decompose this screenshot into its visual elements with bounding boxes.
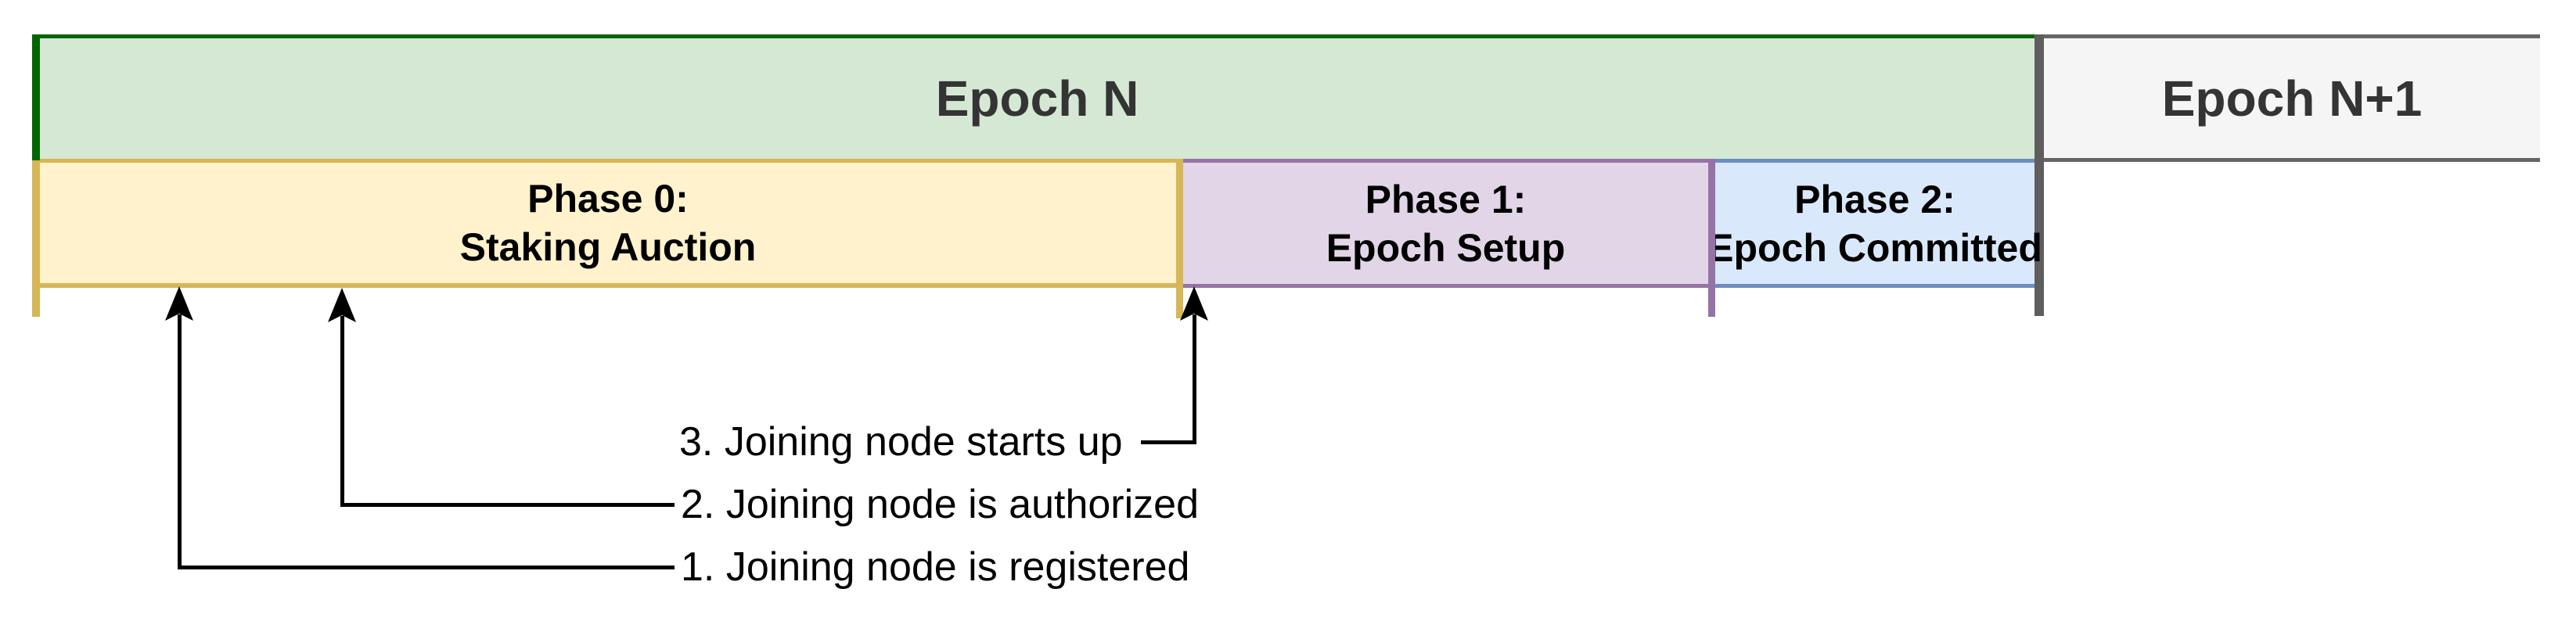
phase-1-subtitle: Epoch Setup (1326, 225, 1566, 270)
arrow-2-line (340, 316, 344, 507)
up-arrowhead-icon (165, 286, 193, 321)
up-arrowhead-icon (1180, 286, 1208, 321)
phase-1-box: Phase 1: Epoch Setup (1183, 159, 1708, 288)
epoch-start-edge (32, 34, 40, 160)
arrow-3-connector (1141, 440, 1196, 444)
phase-0-title: Phase 0: (527, 177, 689, 221)
phase-0-end-tick (1176, 159, 1183, 318)
epoch-n1-box: Epoch N+1 (2044, 34, 2540, 162)
annotation-authorized: 2. Joining node is authorized (681, 482, 1200, 527)
phase-2-box: Phase 2: Epoch Committed (1707, 159, 2042, 288)
phase-0-box: Phase 0: Staking Auction (40, 159, 1176, 288)
phase-0-start-tick (32, 160, 40, 317)
annotation-starts-up: 3. Joining node starts up (679, 419, 1123, 465)
arrow-1-connector (178, 566, 675, 569)
arrow-3-line (1193, 314, 1196, 444)
phase-2-subtitle: Epoch Committed (1707, 225, 2042, 270)
phase-0-subtitle: Staking Auction (459, 225, 757, 269)
epoch-n-label: Epoch N (935, 70, 1139, 127)
arrow-1-line (178, 314, 182, 569)
epoch-n-box: Epoch N (40, 34, 2035, 159)
up-arrowhead-icon (328, 288, 356, 322)
phase-1-title: Phase 1: (1365, 177, 1527, 221)
epoch-boundary-divider (2035, 34, 2044, 316)
phase-1-end-tick (1708, 159, 1715, 317)
annotation-registered: 1. Joining node is registered (681, 544, 1190, 590)
epoch-n1-label: Epoch N+1 (2161, 70, 2423, 127)
phase-2-title: Phase 2: (1794, 177, 1955, 221)
arrow-2-connector (340, 503, 675, 507)
